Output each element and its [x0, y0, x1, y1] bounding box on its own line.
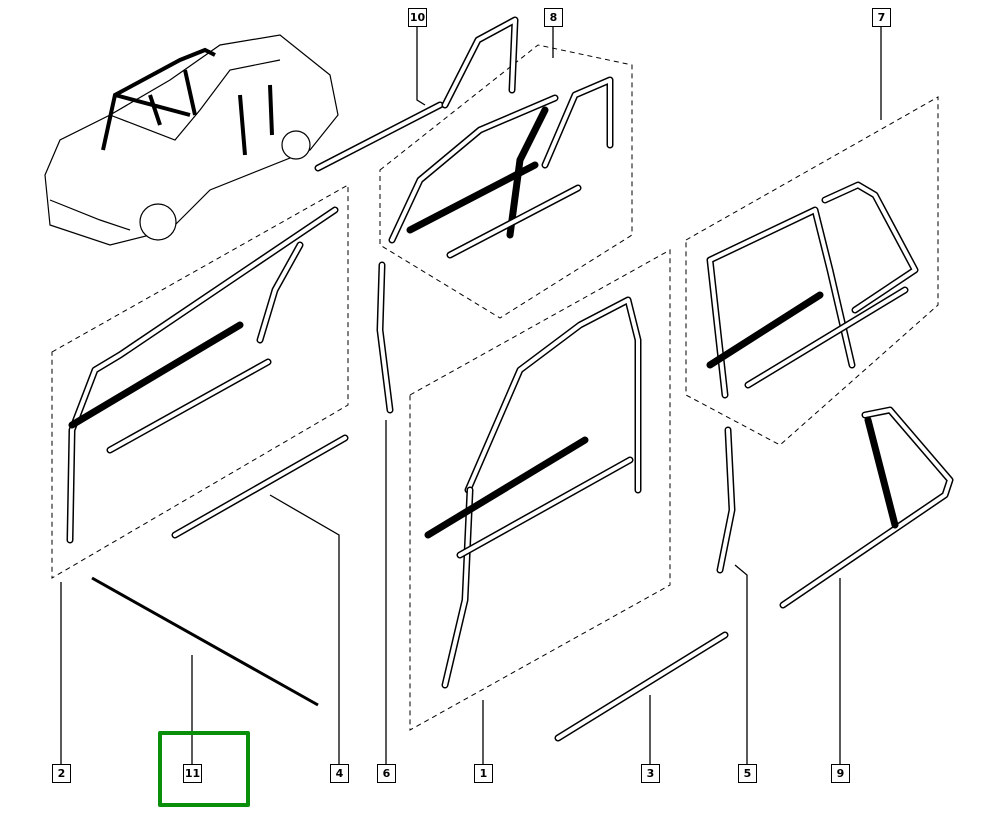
callout-6[interactable]: 6: [377, 764, 396, 783]
callout-7[interactable]: 7: [872, 8, 891, 27]
callout-10[interactable]: 10: [408, 8, 427, 27]
callout-1[interactable]: 1: [474, 764, 493, 783]
callout-2[interactable]: 2: [52, 764, 71, 783]
dashed-groups: [51, 44, 939, 731]
seal-parts: [66, 16, 954, 742]
callout-3[interactable]: 3: [641, 764, 660, 783]
callout-4[interactable]: 4: [330, 764, 349, 783]
leader-lines: [60, 26, 882, 764]
callout-5[interactable]: 5: [738, 764, 757, 783]
callout-8[interactable]: 8: [544, 8, 563, 27]
callout-11[interactable]: 11: [183, 764, 202, 783]
car-overview: [44, 34, 339, 246]
highlight-box-part-11: [158, 731, 250, 807]
callout-9[interactable]: 9: [831, 764, 850, 783]
